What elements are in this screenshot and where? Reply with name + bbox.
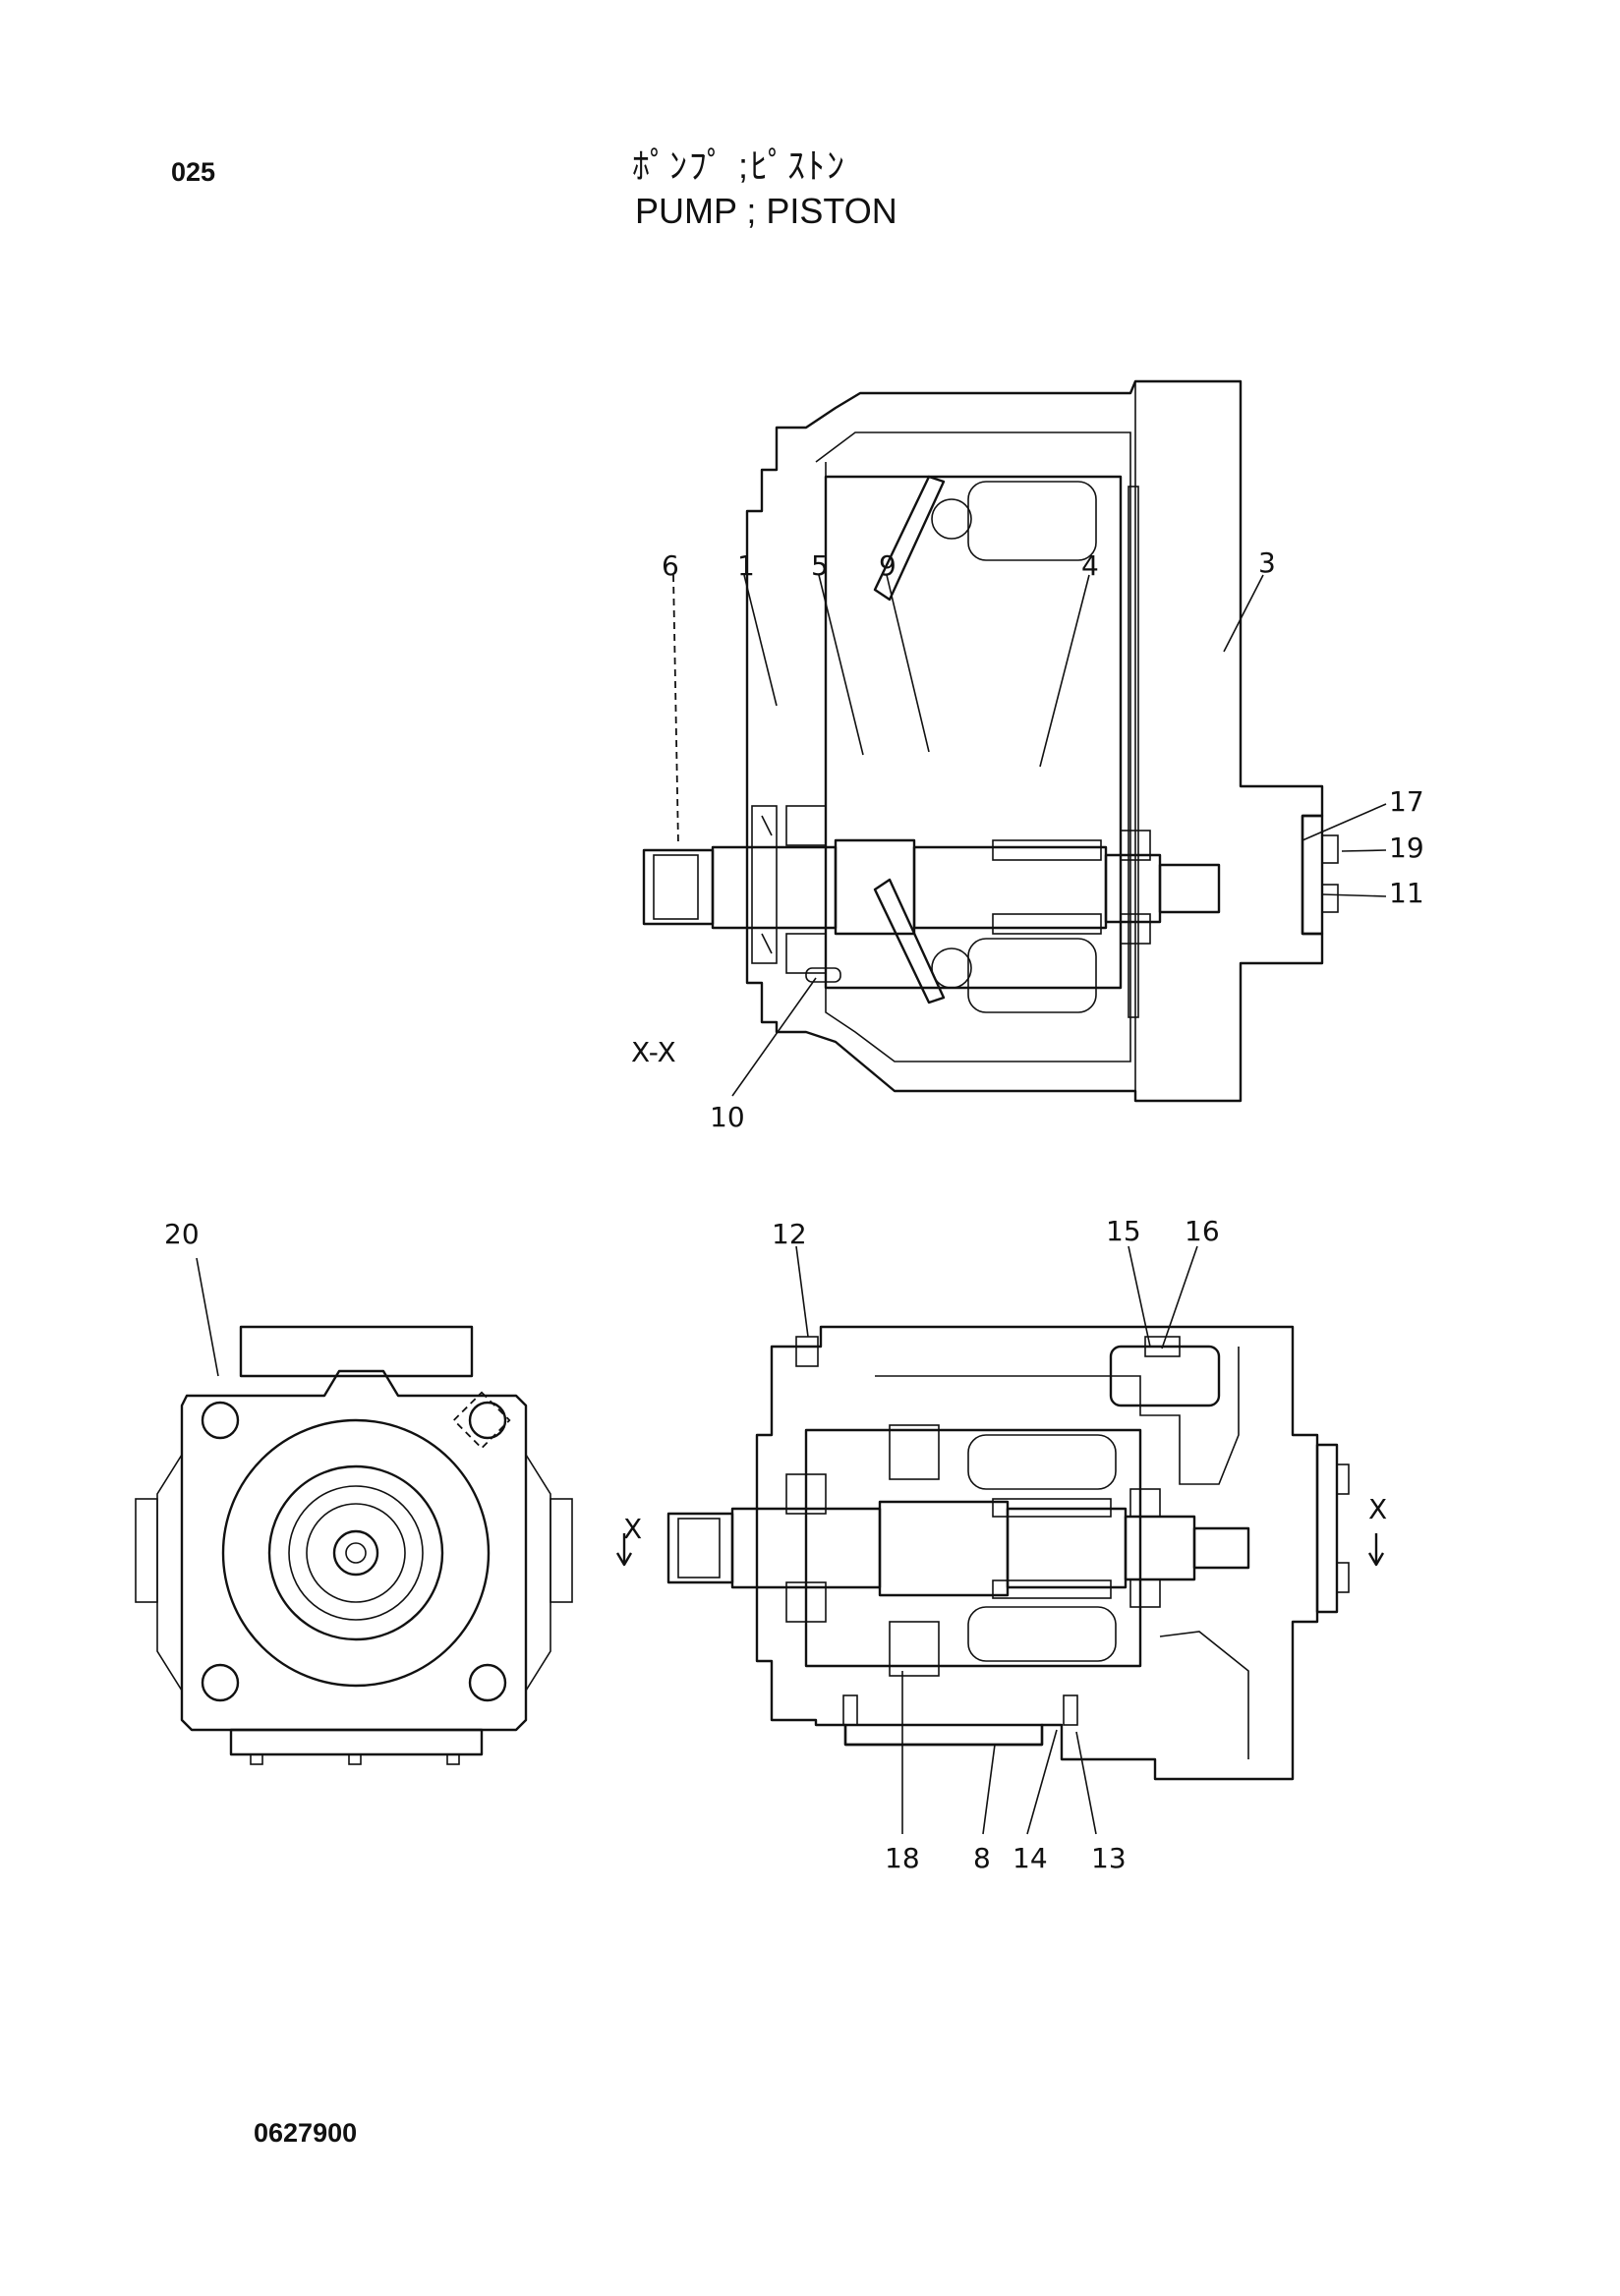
section-marker-right: X	[1368, 1493, 1387, 1525]
callout-19: 19	[1389, 832, 1424, 864]
page-number: 025	[171, 157, 216, 187]
callout-20: 20	[164, 1218, 200, 1250]
document-number: 0627900	[254, 2118, 358, 2148]
front-view	[135, 1257, 573, 1765]
callout-11: 11	[1389, 877, 1424, 909]
callout-5: 5	[811, 549, 829, 582]
callout-6: 6	[662, 549, 679, 582]
callout-16: 16	[1185, 1215, 1220, 1247]
callout-13: 13	[1091, 1842, 1127, 1874]
callout-8: 8	[973, 1842, 991, 1874]
section-marker-left: X	[623, 1513, 642, 1545]
side-section-view	[615, 1245, 1385, 1835]
callout-3: 3	[1258, 546, 1276, 579]
section-label-xx: X-X	[631, 1036, 676, 1068]
title-english: PUMP ; PISTON	[635, 191, 897, 231]
callout-15: 15	[1106, 1215, 1141, 1247]
callout-12: 12	[772, 1218, 807, 1250]
callout-18: 18	[885, 1842, 920, 1874]
callout-4: 4	[1081, 549, 1099, 582]
callout-14: 14	[1012, 1842, 1048, 1874]
callout-labels: X-X X X 6 1 5 9 4 3 17 19 11 10 20 12 15…	[164, 546, 1424, 1874]
section-view-xx	[642, 379, 1387, 1103]
callout-1: 1	[737, 549, 755, 582]
callout-9: 9	[879, 549, 897, 582]
title-japanese: ﾎﾟﾝﾌﾟ ;ﾋﾟｽﾄﾝ	[632, 145, 847, 186]
callout-17: 17	[1389, 785, 1424, 818]
callout-10: 10	[710, 1101, 745, 1133]
